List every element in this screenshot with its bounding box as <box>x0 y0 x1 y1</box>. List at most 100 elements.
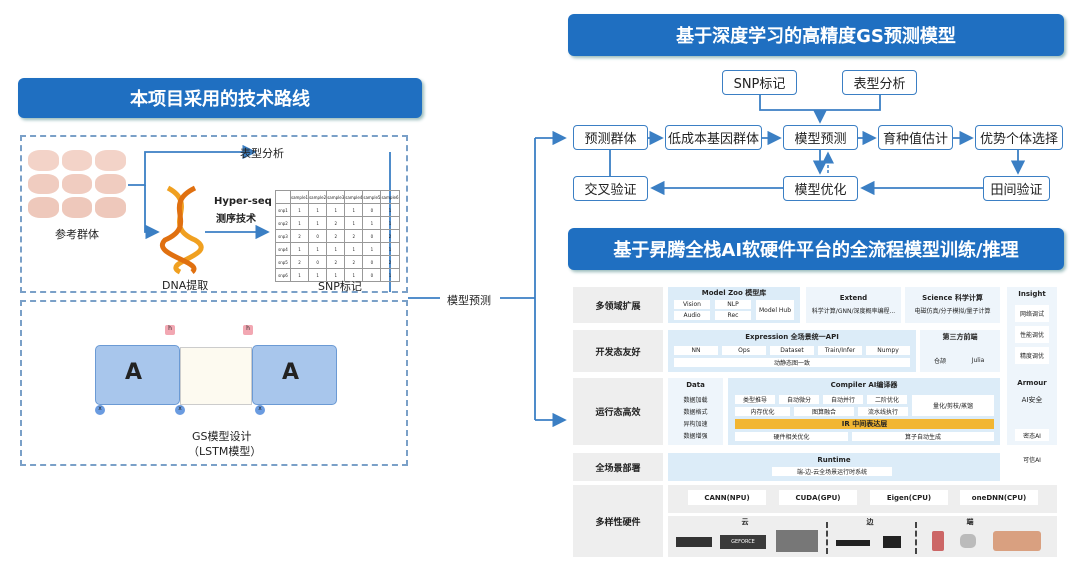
table-cell: snp6 <box>275 268 291 282</box>
flow-low-cost: 低成本基因群体 <box>665 125 762 150</box>
seq-tech-1: Hyper-seq <box>214 196 272 207</box>
extend-title: Extend <box>839 294 868 302</box>
table-cell <box>275 190 291 204</box>
row-label: 全场景部署 <box>573 453 663 481</box>
pigs-image <box>28 150 126 218</box>
insight-item: 网络调试 <box>1015 305 1049 322</box>
row-label: 多样性硬件 <box>573 485 663 557</box>
gs-model-label-1: GS模型设计 <box>192 430 252 443</box>
earbuds-icon <box>960 534 976 548</box>
table-cell: 0 <box>362 268 382 282</box>
compiler-item: 二阶优化 <box>867 395 907 404</box>
third-title: 第三方前端 <box>942 333 978 341</box>
backend: CANN(NPU) <box>688 490 766 505</box>
table-cell: 2 <box>326 216 346 230</box>
science-sub: 电磁仿真/分子模拟/量子计算 <box>914 307 991 315</box>
lstm-x-2: x <box>175 405 185 415</box>
backend: Eigen(CPU) <box>870 490 948 505</box>
row-label: 多领域扩展 <box>573 287 663 323</box>
api-item: NN <box>674 346 718 355</box>
ref-group-label: 参考群体 <box>55 228 99 241</box>
seq-tech-2: 测序技术 <box>216 214 256 225</box>
api-item: Numpy <box>866 346 910 355</box>
table-cell: snp1 <box>275 203 291 217</box>
third-item: 仓颉 <box>933 357 946 365</box>
flow-elite: 优势个体选择 <box>975 125 1063 150</box>
data-title: Data <box>686 381 705 389</box>
table-cell: 1 <box>344 268 364 282</box>
model-section <box>20 300 408 466</box>
table-cell: 2 <box>344 229 364 243</box>
api-item: Dataset <box>770 346 814 355</box>
table-cell: 1 <box>308 242 328 256</box>
modelzoo-item: Model Hub <box>756 300 794 320</box>
table-cell: sample1 <box>289 190 310 204</box>
api-item: Ops <box>722 346 766 355</box>
table-cell: snp5 <box>275 255 291 269</box>
table-cell: 1 <box>344 203 364 217</box>
insight-item: 精度调优 <box>1015 347 1049 364</box>
compiler-item: 自动并行 <box>823 395 863 404</box>
table-cell: sample2 <box>308 190 328 204</box>
server-icon <box>676 537 712 547</box>
table-cell: 1 <box>362 216 382 230</box>
lstm-cell-1: A <box>125 360 143 385</box>
armour-item: 可信AI <box>1015 453 1049 465</box>
right-title-1: 基于深度学习的高精度GS预测模型 <box>568 14 1064 56</box>
table-cell: 0 <box>308 255 328 269</box>
lstm-diagram: A A h h x x x <box>95 325 337 415</box>
flow-breeding: 育种值估计 <box>878 125 953 150</box>
armour-item: 密态AI <box>1015 429 1049 441</box>
table-cell: 2 <box>344 255 364 269</box>
table-cell: 1 <box>308 216 328 230</box>
table-cell: 2 <box>326 255 346 269</box>
expression-sub: 动静态图一致 <box>674 358 910 367</box>
table-cell: 1 <box>380 242 400 256</box>
table-cell: 1 <box>289 268 310 282</box>
table-cell: 1 <box>344 216 364 230</box>
table-cell: 1 <box>380 268 400 282</box>
data-item: 数据增强 <box>683 433 708 440</box>
compiler-item: 硬件相关优化 <box>735 432 848 441</box>
data-section <box>20 135 408 293</box>
table-cell: sample5 <box>362 190 382 204</box>
compiler-item: 类型推导 <box>735 395 775 404</box>
flow-model-pred: 模型预测 <box>783 125 858 150</box>
compiler-item: 自动微分 <box>779 395 819 404</box>
dna-label: DNA提取 <box>162 279 209 292</box>
insight-item: 性能调优 <box>1015 326 1049 343</box>
table-cell: 1 <box>308 203 328 217</box>
table-cell: 1 <box>289 203 310 217</box>
gs-model-label-2: （LSTM模型） <box>188 445 262 458</box>
watches-icon <box>993 531 1041 551</box>
table-cell: 1 <box>380 203 400 217</box>
api-item: Train/Infer <box>818 346 862 355</box>
data-item: 异构加速 <box>683 421 708 428</box>
hw-edge: 边 <box>866 518 874 526</box>
table-cell: snp4 <box>275 242 291 256</box>
table-cell: 2 <box>289 229 310 243</box>
phenotype-label: 表型分析 <box>240 147 284 160</box>
table-cell: sample6 <box>380 190 400 204</box>
edge-device-icon <box>836 540 870 546</box>
science-title: Science 科学计算 <box>922 294 983 302</box>
runtime-sub: 端-边-云全场景运行时系统 <box>772 467 892 476</box>
data-item: 数据加载 <box>683 397 708 404</box>
table-cell: 2 <box>380 255 400 269</box>
table-cell: 0 <box>362 255 382 269</box>
snp-label: SNP标记 <box>318 280 362 293</box>
table-cell: 1 <box>344 242 364 256</box>
expression-title: Expression 全场景统一API <box>745 333 839 341</box>
row-label: 运行态高效 <box>573 378 663 445</box>
right-title-2: 基于昇腾全栈AI软硬件平台的全流程模型训练/推理 <box>568 228 1064 270</box>
hw-cloud: 云 <box>741 518 749 526</box>
cluster-icon <box>776 530 818 552</box>
edge-box-icon <box>883 536 901 548</box>
